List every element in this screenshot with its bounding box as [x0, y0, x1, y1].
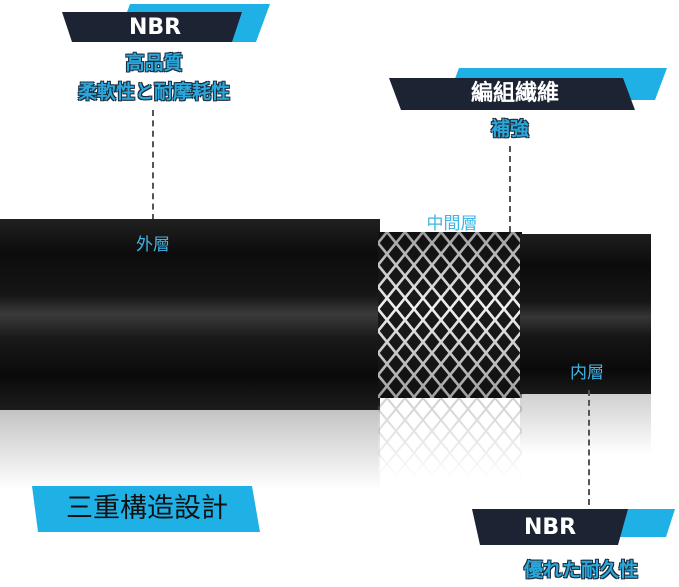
nbr-tag-label: NBR	[128, 15, 182, 40]
braided-mesh-layer	[378, 232, 522, 398]
callout-bottom-right: NBR	[470, 505, 675, 547]
leader-line-outer	[152, 110, 154, 220]
hose-outer-reflection	[0, 410, 380, 490]
callout-top-right-line-1: 補強	[490, 118, 529, 140]
callout-top-left: NBR	[60, 4, 270, 44]
tag-accent-shape	[62, 4, 270, 42]
braided-mesh-reflection	[378, 398, 522, 478]
leader-line-middle	[509, 146, 511, 232]
callout-top-left-line-2: 柔軟性と耐摩耗性	[77, 81, 230, 103]
banner-title: 三重構造設計	[66, 493, 228, 524]
hose-outer-layer	[0, 219, 380, 410]
layer-label-outer: 外層	[136, 235, 170, 255]
hose-inner-layer	[520, 234, 651, 394]
structure-banner: 三重構造設計	[28, 486, 260, 532]
layer-label-inner: 内層	[570, 363, 604, 383]
nbr-tag-label-bottom: NBR	[523, 515, 577, 540]
banner-accent-shape	[32, 486, 260, 532]
callout-bottom-right-line-1: 優れた耐久性	[523, 559, 638, 581]
callout-top-right: 編組繊維	[385, 68, 667, 110]
callout-top-left-line-1: 高品質	[125, 52, 183, 74]
braided-fiber-tag-label: 編組繊維	[470, 81, 559, 106]
tag-accent-shape	[472, 509, 675, 545]
leader-line-inner	[588, 390, 590, 505]
layer-label-middle: 中間層	[426, 214, 478, 234]
hose-inner-reflection	[520, 394, 651, 454]
tag-accent-shape	[389, 68, 667, 110]
